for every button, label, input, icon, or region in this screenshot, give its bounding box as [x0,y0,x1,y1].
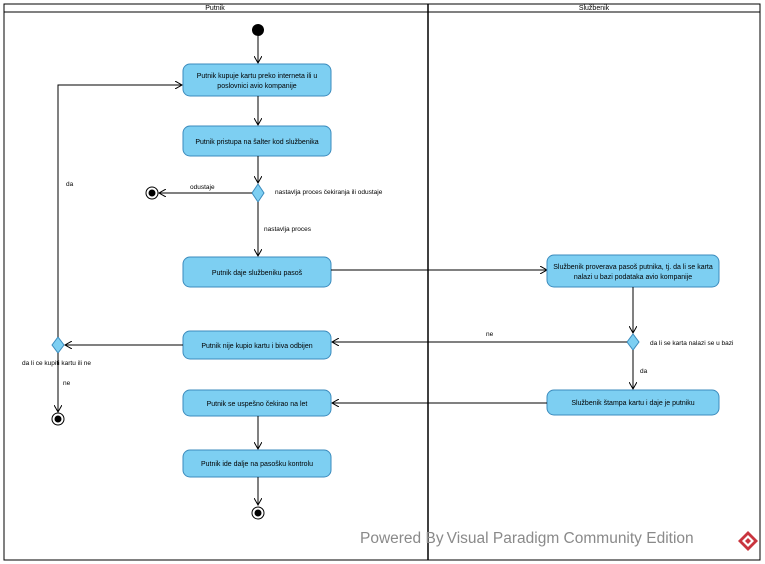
decision-buy-or-not-label: da li ce kupiti kartu ili ne [22,360,91,367]
flow-no-buy-label: ne [63,380,71,387]
action-give-passport-label: Putnik daje službeniku pasoš [212,270,303,277]
decision-continue-or-quit-label: nastavlja proces čekiranja ili odustaje [275,189,383,196]
action-buy-ticket [182,63,332,97]
action-checked-in [182,389,332,417]
action-buy-ticket-line1: Putnik kupuje kartu preko interneta ili … [197,73,318,80]
final-node-end-core [254,509,262,517]
decision-buy-or-not [51,336,65,354]
action-print-ticket-label: Službenik štampa kartu i daje je putniku [571,400,694,407]
flow-buy-again-label: da [66,181,74,188]
action-check-passport-line2: nalazi u bazi podataka avio kompanije [574,274,692,281]
final-node-no-buy-core [54,415,62,423]
final-node-quit-core [148,189,156,197]
action-give-passport [182,256,332,288]
action-check-passport-line1: Službenik proverava pasoš putnika, tj. d… [553,264,713,271]
flow-buy-again [57,85,182,337]
action-approach-counter [182,125,332,157]
action-passport-control-label: Putnik ide dalje na pasošku kontrolu [201,461,313,468]
lane-title-putnik: Putnik [205,5,225,12]
action-buy-ticket-line2: poslovnici avio kompanije [217,83,296,90]
flow-ticket-found-label: da [640,368,648,375]
action-rejected-label: Putnik nije kupio kartu i biva odbijen [201,343,312,350]
flow-quit-label: odustaje [190,184,215,191]
decision-continue-or-quit [251,183,265,203]
action-checked-in-label: Putnik se uspešno čekirao na let [207,401,308,408]
action-approach-counter-label: Putnik pristupa na šalter kod službenika [195,139,318,146]
lane-title-sluzbenik: Službenik [579,5,610,12]
decision-ticket-in-db-label: da li se karta nalazi se u bazi [650,340,733,347]
initial-node [252,24,264,36]
watermark: Powered By Visual Paradigm Community Edi… [360,530,694,547]
action-check-passport [546,254,720,288]
action-passport-control [182,449,332,478]
swimlane-frame [3,3,761,561]
decision-ticket-in-db [626,333,640,351]
flow-continue-label: nastavlja proces [264,226,312,233]
flow-ticket-not-found-label: ne [486,331,494,338]
visual-paradigm-logo-icon [738,531,758,551]
